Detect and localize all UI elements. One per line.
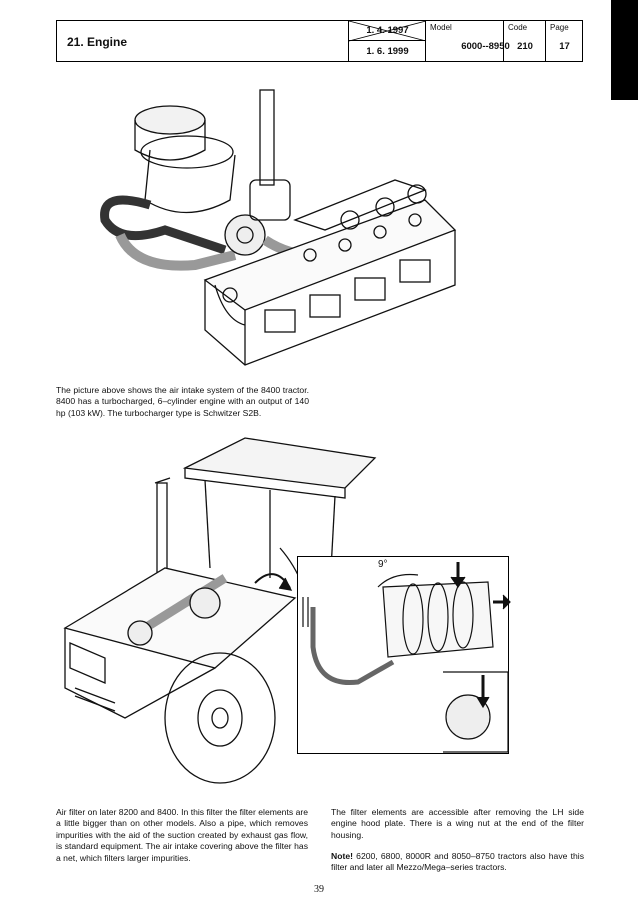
date-cell: 1. 4. 1997 1. 6. 1999 <box>348 20 427 61</box>
model-cell: Model 6000--8950 <box>425 21 545 61</box>
engine-caption-paragraph: The picture above shows the air intake s… <box>56 385 309 418</box>
code-label: Code <box>508 23 528 32</box>
page-cell: Page 17 <box>545 21 583 61</box>
filter-description-left: Air filter on later 8200 and 8400. In th… <box>56 807 308 863</box>
filter-detail-inset: 9° <box>297 556 511 754</box>
filter-description-right: The filter elements are accessible after… <box>331 807 584 840</box>
date-bottom-cell: 1. 6. 1999 <box>349 41 426 61</box>
code-cell: Code 210 <box>503 21 546 61</box>
inset-angle-label: 9° <box>378 559 388 570</box>
page-label: Page <box>550 23 569 32</box>
date-top-cell: 1. 4. 1997 <box>348 20 427 42</box>
model-label: Model <box>430 23 452 32</box>
date-valid-from: 1. 4. 1997 <box>366 25 409 36</box>
model-value: 6000--8950 <box>461 41 510 52</box>
tractor-air-filter-illustration <box>63 437 377 784</box>
code-value: 210 <box>517 41 533 52</box>
note-paragraph: Note! 6200, 6800, 8000R and 8050–8750 tr… <box>331 851 584 874</box>
date-valid-revised: 1. 6. 1999 <box>366 46 409 57</box>
page-number: 39 <box>314 884 324 895</box>
strike-through-mark <box>348 20 427 42</box>
page-header: 21. Engine 1. 4. 1997 1. 6. 1999 Model 6… <box>56 20 583 62</box>
section-title: 21. Engine <box>67 35 128 49</box>
engine-air-intake-illustration <box>100 89 457 366</box>
note-text: 6200, 6800, 8000R and 8050–8750 tractors… <box>331 851 584 873</box>
page-value: 17 <box>559 41 570 52</box>
note-label: Note! <box>331 851 353 861</box>
section-tab-marker <box>611 0 638 100</box>
